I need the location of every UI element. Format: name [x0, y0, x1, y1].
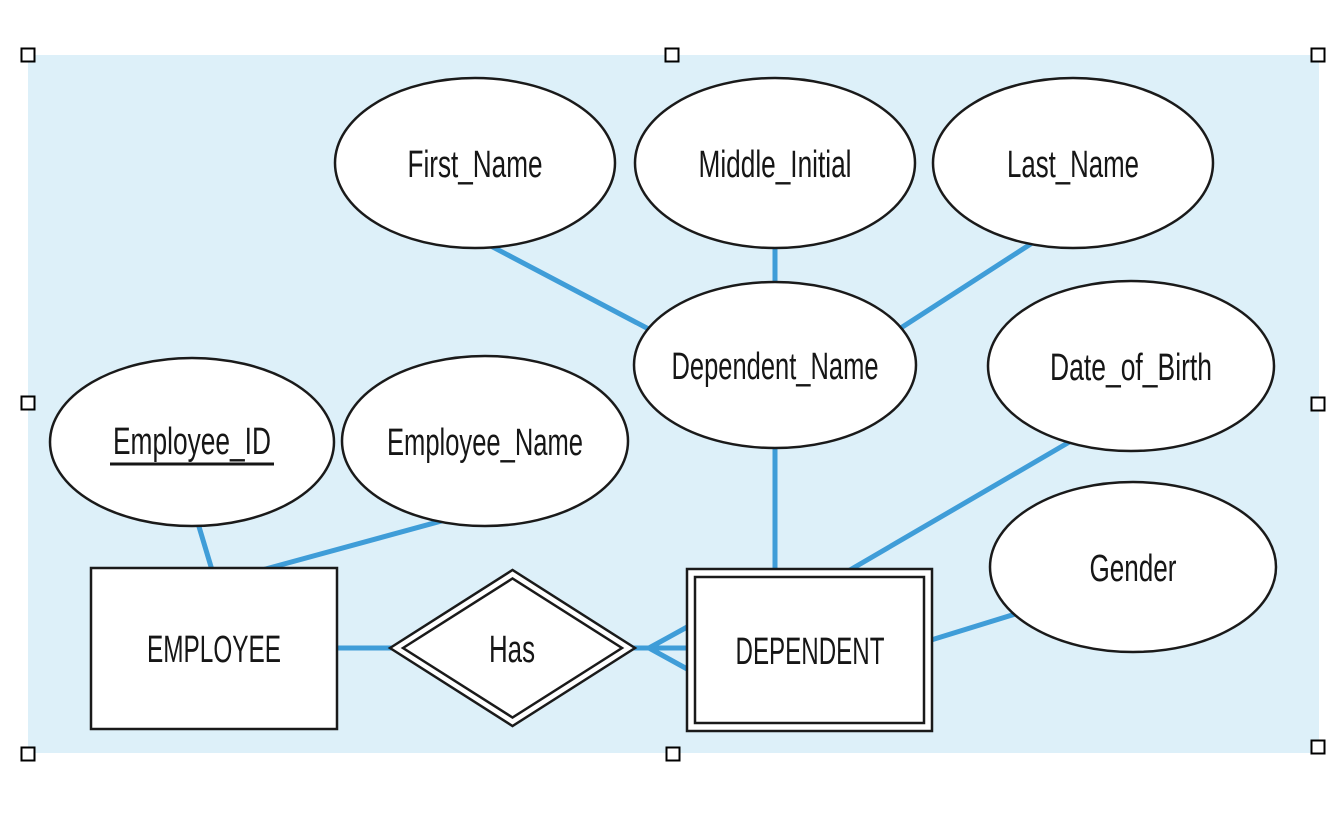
attribute-label-middle-initial: Middle_Initial: [699, 144, 852, 186]
attribute-ellipse-first-name: [333, 76, 617, 250]
relationship-has-inner-diamond: [400, 577, 625, 719]
attribute-label-dependent-name: Dependent_Name: [672, 346, 879, 388]
selection-handle-top-right[interactable]: [1310, 47, 1326, 63]
relationship-has-label: Has: [489, 629, 535, 671]
selection-handle-bottom-left[interactable]: [20, 746, 36, 762]
entity-employee-box: [89, 566, 339, 731]
crows-foot-prong-top: [646, 623, 692, 651]
selection-handle-middle-left[interactable]: [20, 395, 36, 411]
attribute-ellipse-dependent-name: [632, 280, 918, 450]
selection-handle-bottom-center[interactable]: [665, 746, 681, 762]
attribute-shapes: First_Name Middle_Initial Last_Name Depe…: [48, 76, 1278, 654]
attribute-label-employee-id: Employee_ID: [113, 421, 271, 463]
connector-date-of-birth-dependent: [816, 424, 1098, 591]
entity-dependent: DEPENDENT: [685, 567, 934, 733]
attribute-ellipse-middle-initial: [633, 76, 917, 250]
attribute-ellipse-gender: [988, 480, 1278, 654]
selection-handle-middle-right[interactable]: [1310, 396, 1326, 412]
relationship-has: Has: [387, 568, 638, 728]
crows-foot-prong-bottom: [646, 645, 692, 673]
attribute-label-date-of-birth: Date_of_Birth: [1050, 347, 1212, 389]
attribute-ellipse-employee-id: [48, 356, 336, 528]
entity-dependent-label: DEPENDENT: [736, 631, 885, 673]
attribute-label-gender: Gender: [1090, 548, 1177, 590]
entity-employee-label: EMPLOYEE: [147, 629, 281, 671]
entity-dependent-inner-box: [693, 575, 926, 725]
attribute-label-first-name: First_Name: [408, 144, 543, 186]
attribute-ellipse-employee-name: [340, 354, 630, 528]
attribute-label-employee-name: Employee_Name: [387, 422, 583, 464]
attribute-ellipse-date-of-birth: [986, 279, 1276, 453]
selection-handle-top-left[interactable]: [20, 47, 36, 63]
attribute-label-last-name: Last_Name: [1007, 144, 1139, 186]
selection-handle-top-center[interactable]: [664, 47, 680, 63]
attribute-ellipse-last-name: [931, 76, 1215, 250]
entity-employee: EMPLOYEE: [89, 566, 339, 731]
connector-first-name-dependent-name: [467, 232, 663, 338]
selection-handles[interactable]: [20, 47, 1326, 762]
selection-handle-bottom-right[interactable]: [1310, 739, 1326, 755]
